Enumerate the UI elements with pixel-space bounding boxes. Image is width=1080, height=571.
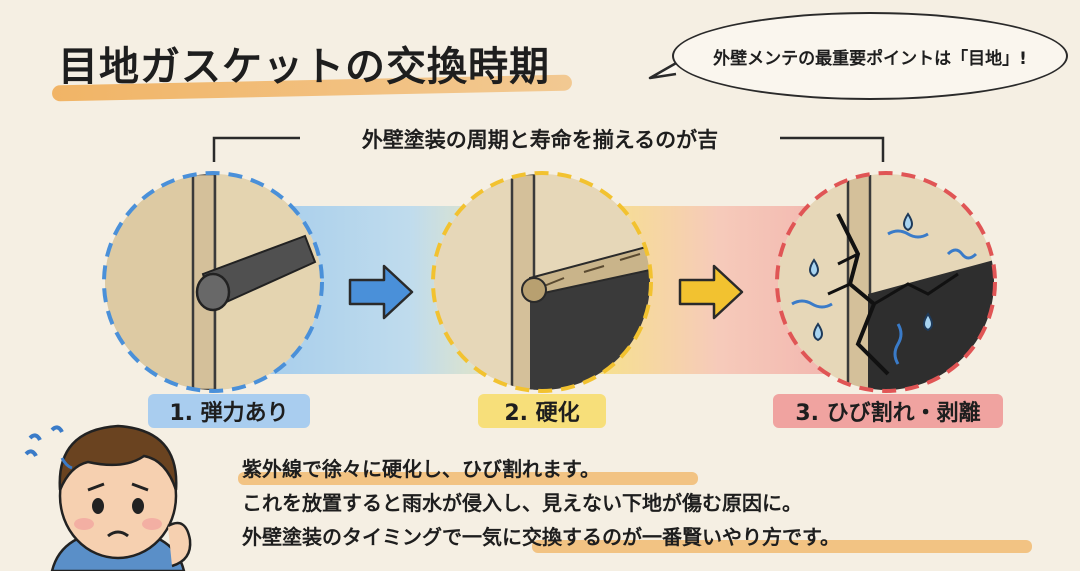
worried-person-icon (24, 424, 192, 571)
speech-bubble-text: 外壁メンテの最重要ポイントは「目地」! (713, 48, 1027, 69)
page-title: 目地ガスケットの交換時期 (58, 44, 550, 90)
bracket-line (212, 136, 885, 162)
description-line-3: 外壁塗装のタイミングで一気に交換するのが一番賢いやり方です。 (242, 520, 1032, 554)
stage-1-ring (102, 171, 324, 393)
bracket-label: 外壁塗装の周期と寿命を揃えるのが吉 (361, 128, 719, 152)
stage-2-label: 2. 硬化 (478, 394, 606, 428)
description: 紫外線で徐々に硬化し、ひび割れます。 これを放置すると雨水が侵入し、見えない下地… (238, 452, 1032, 554)
stage-3-illustration (778, 174, 994, 390)
speech-bubble: 外壁メンテの最重要ポイントは「目地」! (672, 12, 1068, 100)
stage-2-ring (431, 171, 653, 393)
stage-1-label: 1. 弾力あり (148, 394, 310, 428)
arrow-right-icon (678, 264, 744, 320)
description-line-2: これを放置すると雨水が侵入し、見えない下地が傷む原因に。 (242, 491, 802, 515)
stage-3-ring (775, 171, 997, 393)
bubble-tail-icon (648, 60, 679, 80)
stage-2-illustration (434, 174, 650, 390)
stage-3-label: 3. ひび割れ・剥離 (773, 394, 1003, 428)
description-line-1: 紫外線で徐々に硬化し、ひび割れます。 (238, 452, 840, 486)
arrow-right-icon (348, 264, 414, 320)
